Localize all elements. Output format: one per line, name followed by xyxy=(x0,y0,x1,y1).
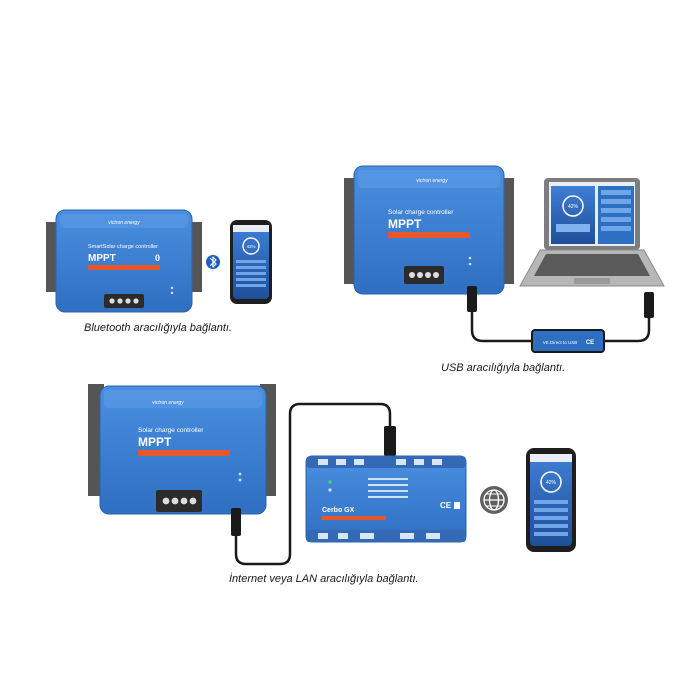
controller-model-label: Solar charge controller xyxy=(388,209,454,216)
cable-connector xyxy=(384,426,396,456)
orange-stripe xyxy=(138,450,230,456)
soc-value: 42% xyxy=(568,204,579,210)
gx-ce-mark: CE xyxy=(440,501,452,510)
orange-stripe xyxy=(388,232,470,238)
terminal-block xyxy=(156,490,202,512)
controller-model-label: Solar charge controller xyxy=(138,427,204,434)
globe-icon xyxy=(480,486,508,514)
smartphone-lan: 42% xyxy=(526,448,576,552)
soc-gauge xyxy=(562,195,584,217)
controller-body xyxy=(55,209,193,313)
cable-connector xyxy=(467,286,477,312)
solar-charge-controller-lan: victron energy Solar charge controller M… xyxy=(88,384,276,515)
controller-type-label: MPPT xyxy=(138,435,172,449)
controller-body xyxy=(353,165,505,295)
controller-type-label: MPPT xyxy=(388,217,422,231)
caption-bluetooth: Bluetooth aracılığıyla bağlantı. xyxy=(84,322,232,334)
controller-type-label: MPPT xyxy=(88,253,116,264)
terminal-block xyxy=(404,266,444,284)
gx-body xyxy=(305,455,467,543)
trackpad xyxy=(574,278,610,284)
brand-logo-text: victron energy xyxy=(152,400,184,406)
ve-direct-cable xyxy=(231,402,396,566)
solar-charge-controller-usb: victron energy Solar charge controller M… xyxy=(344,165,514,295)
gx-name: Cerbo GX xyxy=(322,507,355,514)
controller-model-label: SmartSolar charge controller xyxy=(88,244,158,250)
orange-stripe xyxy=(88,265,160,270)
caption-lan: İnternet veya LAN aracılığıyla bağlantı. xyxy=(229,573,419,585)
caption-usb: USB aracılığıyla bağlantı. xyxy=(441,362,565,374)
cerbo-gx: CE Cerbo GX xyxy=(305,455,467,543)
laptop: 42% xyxy=(519,178,665,287)
bluetooth-icon xyxy=(206,255,220,269)
terminal-block xyxy=(104,294,144,308)
smartsolar-charge-controller: victron energy SmartSolar charge control… xyxy=(46,209,202,313)
cable-connector xyxy=(644,292,654,318)
usb-cable: VE.Direct to USB CE xyxy=(467,286,654,353)
soc-gauge xyxy=(540,471,562,493)
ve-direct-usb-interface xyxy=(531,329,605,353)
brand-logo-text: victron energy xyxy=(108,220,140,226)
soc-value: 42% xyxy=(546,480,557,486)
brand-logo-text: victron energy xyxy=(416,178,448,184)
soc-value: 42% xyxy=(246,244,255,249)
soc-gauge xyxy=(242,237,260,255)
smartphone-bluetooth: 42% xyxy=(230,220,272,304)
interface-label: VE.Direct to USB xyxy=(543,340,578,345)
orange-stripe xyxy=(322,516,386,520)
interface-ce-mark: CE xyxy=(586,340,594,346)
controller-badge: 0 xyxy=(155,253,160,263)
cable-connector xyxy=(231,508,241,536)
